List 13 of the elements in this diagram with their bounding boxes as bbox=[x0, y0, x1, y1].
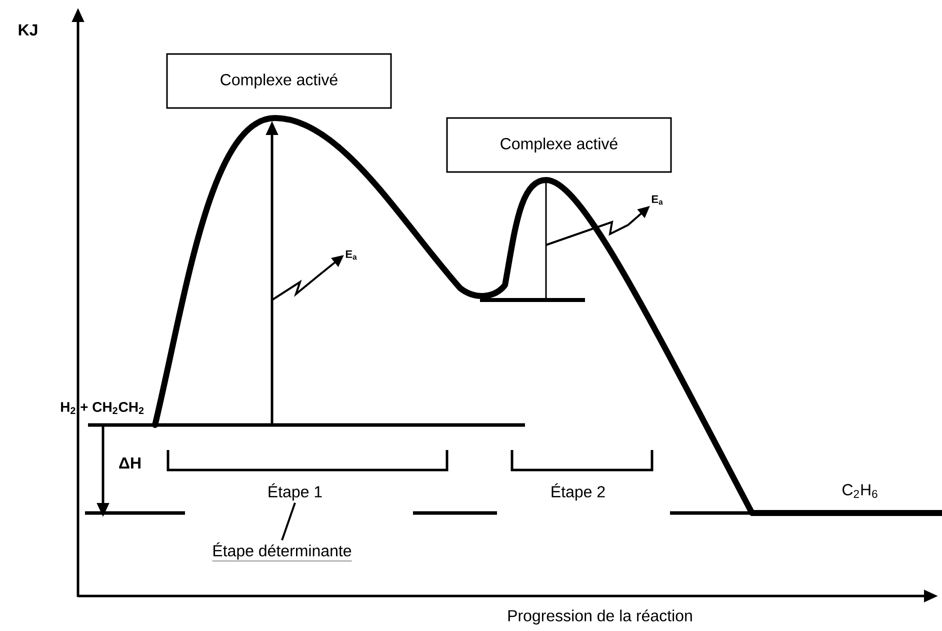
reactant-label: H$_{2}$ + CH$_{2}$CH$_{2}$ bbox=[61, 402, 144, 414]
energy-label: E$_{a}$ bbox=[346, 250, 357, 260]
axis-label: KJ bbox=[18, 24, 38, 36]
delta-h-label: ΔH bbox=[119, 458, 140, 468]
energy-label: E$_{a}$ bbox=[652, 195, 663, 205]
step-label: Étape 1 bbox=[268, 483, 322, 501]
step-label: Étape 2 bbox=[552, 483, 605, 501]
label-box: Complexe activé bbox=[166, 53, 392, 109]
label-box: Complexe activé bbox=[446, 117, 672, 173]
leader-line bbox=[281, 502, 296, 541]
step-label: Étape déterminante bbox=[212, 542, 352, 562]
axis-label: Progression de la réaction bbox=[508, 609, 692, 625]
product-label: C$_{2}$H$_{6}$ bbox=[842, 484, 878, 498]
